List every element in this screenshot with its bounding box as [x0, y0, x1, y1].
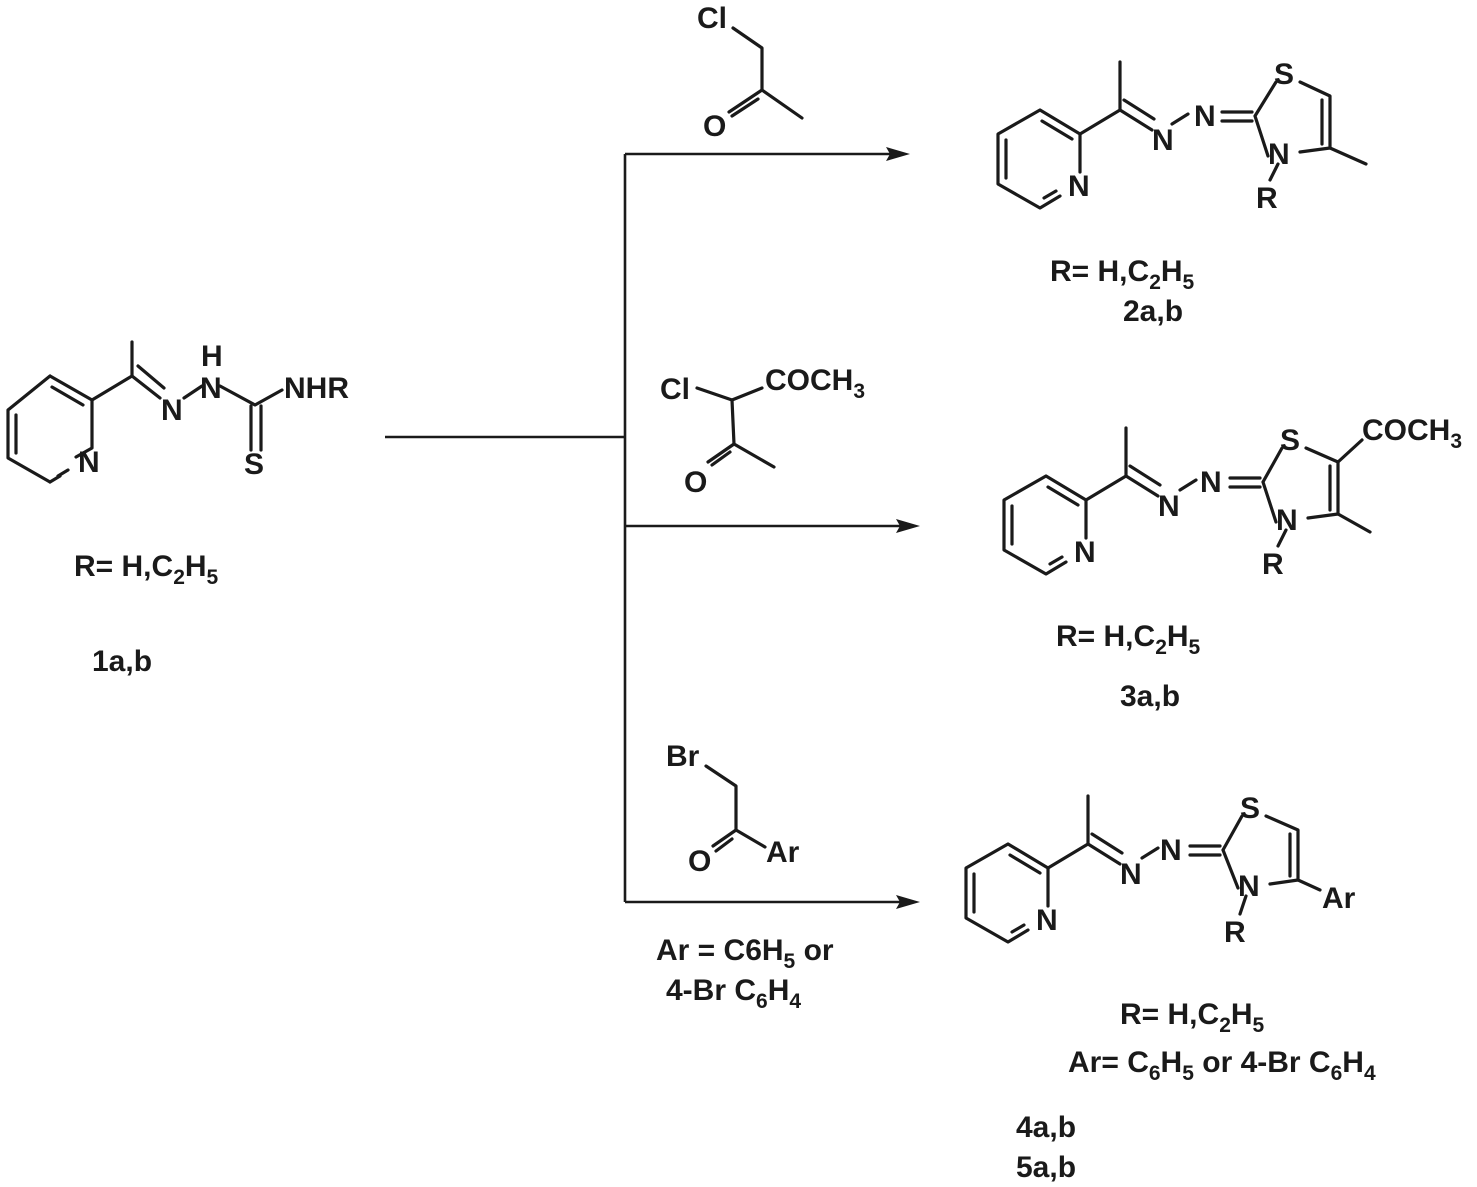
- compound-1-structure: [6, 340, 284, 484]
- product-45-aryl: Ar: [1322, 882, 1356, 915]
- product-3-ring-nitrogen: N: [1074, 536, 1096, 569]
- product-3-structure: [1002, 426, 1372, 576]
- compound-1-imine-nitrogen: N: [161, 394, 183, 427]
- product-45-ring-n3: N: [1238, 870, 1260, 903]
- product-2-ring-nitrogen: N: [1068, 170, 1090, 203]
- reagent-chloroacetylacetone-structure: [695, 386, 776, 469]
- compound-1-ring-nitrogen: N: [78, 446, 100, 479]
- arrow-head-1: [886, 147, 910, 161]
- product-2-id: 2a,b: [1123, 295, 1183, 328]
- product-2-ring-n3: N: [1268, 138, 1290, 171]
- reagent-chloroacetone-structure: [727, 26, 804, 120]
- arrow-head-3: [896, 895, 920, 909]
- product-3-azine-nitrogen: N: [1200, 466, 1222, 499]
- compound-1-nh-nitrogen: N: [200, 372, 222, 405]
- reagent-c-aryl-note-1: Ar = C6H5 or: [656, 934, 834, 973]
- product-4-id: 4a,b: [1016, 1111, 1076, 1144]
- product-3-imine-nitrogen: N: [1158, 490, 1180, 523]
- reagent-c-aryl-note-2: 4-Br C6H4: [666, 974, 801, 1013]
- product-2-imine-nitrogen: N: [1152, 124, 1174, 157]
- reagent-b-oxygen: O: [684, 466, 707, 499]
- product-3-acetyl: COCH3: [1362, 414, 1462, 453]
- product-45-r-group: R: [1224, 916, 1246, 949]
- product-45-imine-nitrogen: N: [1120, 858, 1142, 891]
- product-2-r-definition: R= H,C2H5: [1050, 255, 1195, 294]
- reagent-c-oxygen: O: [688, 845, 711, 878]
- reagent-a-oxygen: O: [703, 110, 726, 143]
- reagent-phenacyl-bromide-structure: [704, 764, 767, 853]
- product-3-r-group: R: [1262, 548, 1284, 581]
- product-45-ar-definition: Ar= C6H5 or 4-Br C6H4: [1068, 1046, 1376, 1085]
- product-3-id: 3a,b: [1120, 680, 1180, 713]
- compound-1-sulfur: S: [244, 448, 264, 481]
- compound-1-nhr-group: NHR: [284, 372, 349, 405]
- product-2-structure: [996, 60, 1368, 210]
- reagent-c-aryl: Ar: [766, 836, 800, 869]
- product-45-r-definition: R= H,C2H5: [1120, 998, 1265, 1037]
- product-2-azine-nitrogen: N: [1194, 100, 1216, 133]
- product-2-r-group: R: [1256, 182, 1278, 215]
- compound-1-r-definition: R= H,C2H5: [74, 550, 219, 589]
- reagent-b-chlorine: Cl: [660, 373, 690, 406]
- product-4-5-structure: [964, 794, 1322, 944]
- product-45-azine-nitrogen: N: [1160, 834, 1182, 867]
- reaction-arrows: [385, 147, 920, 909]
- reagent-c-bromine: Br: [666, 740, 700, 773]
- product-5-id: 5a,b: [1016, 1151, 1076, 1184]
- product-2-sulfur: S: [1274, 58, 1294, 91]
- arrow-head-2: [896, 519, 920, 533]
- product-45-ring-nitrogen: N: [1036, 904, 1058, 937]
- product-3-sulfur: S: [1280, 424, 1300, 457]
- product-45-sulfur: S: [1240, 792, 1260, 825]
- reagent-b-acetyl: COCH3: [765, 364, 865, 403]
- product-3-ring-n3: N: [1276, 504, 1298, 537]
- product-3-r-definition: R= H,C2H5: [1056, 620, 1201, 659]
- compound-1-id: 1a,b: [92, 645, 152, 678]
- compound-1-nh-hydrogen: H: [201, 340, 223, 373]
- reagent-a-chlorine: Cl: [697, 2, 727, 35]
